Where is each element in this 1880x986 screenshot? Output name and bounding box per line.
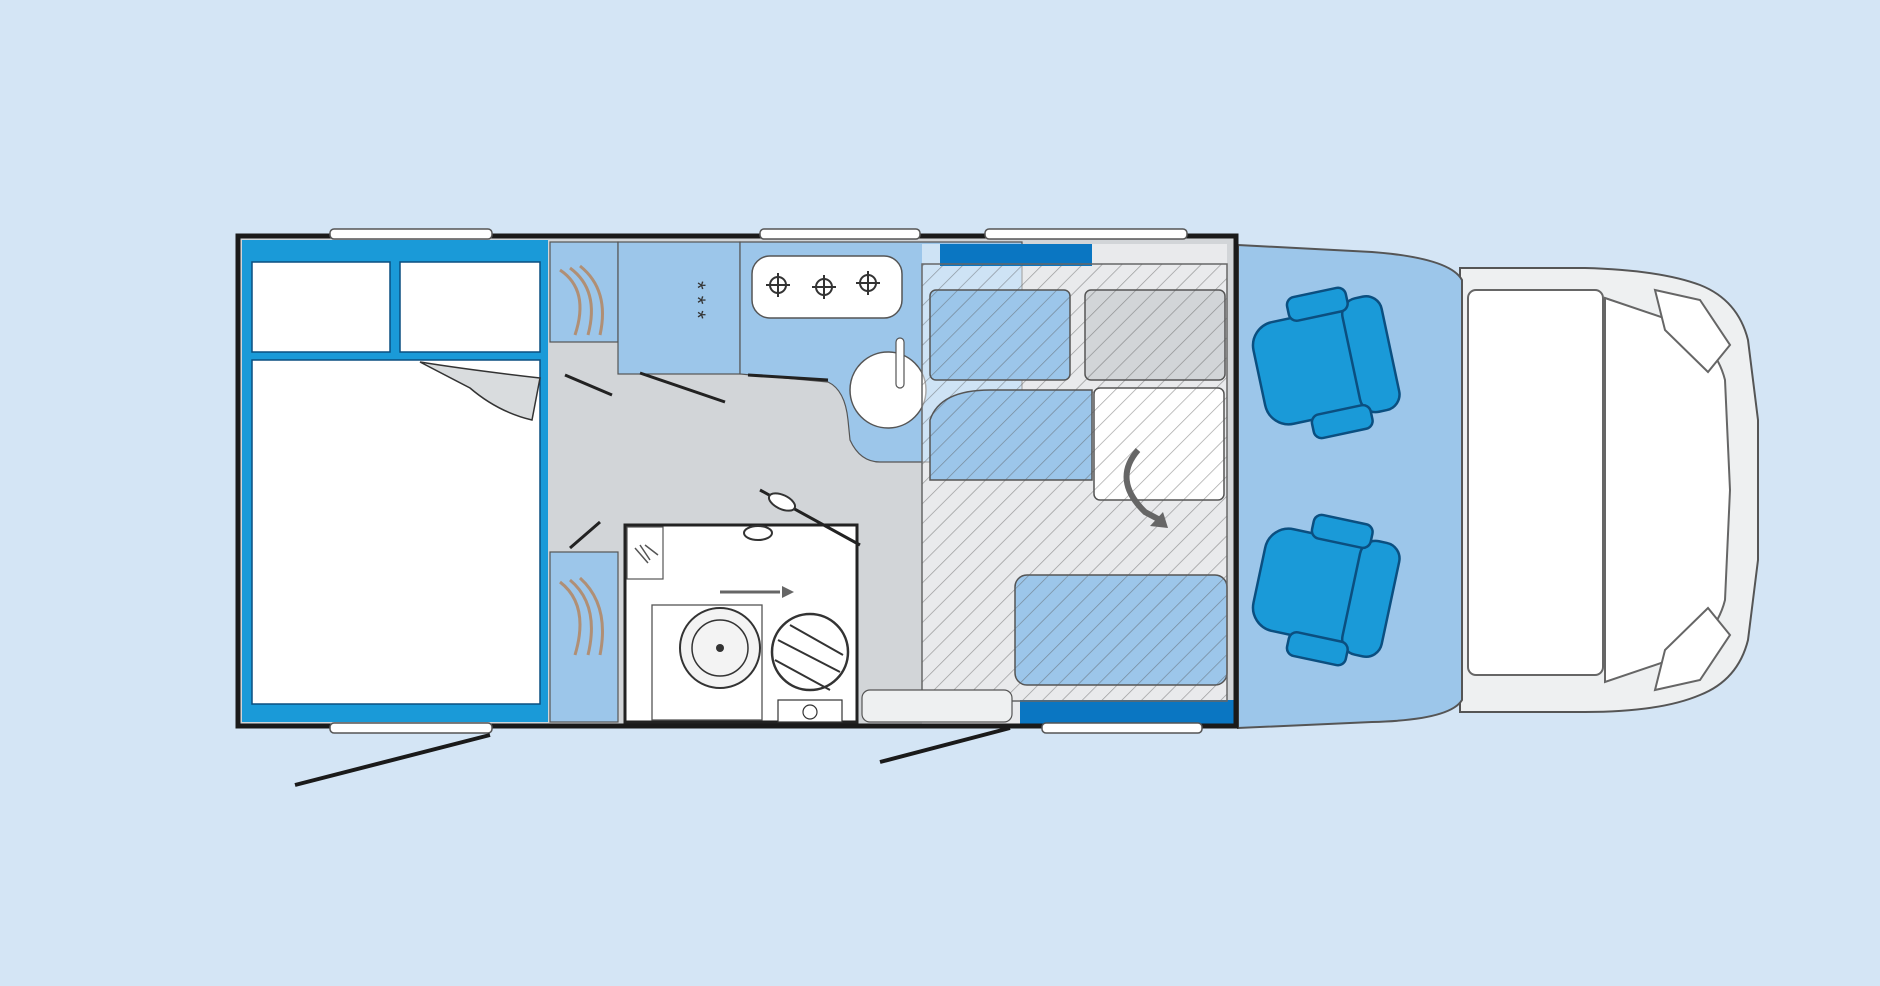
gas-burner-icon [766, 271, 880, 299]
door-handle-upper [767, 492, 797, 512]
shower-head-icon [634, 544, 659, 564]
window [329, 228, 493, 240]
outer-walls [235, 233, 1239, 729]
pillow-right [399, 261, 541, 353]
entry-door [879, 726, 1011, 764]
cab-seat-driver [1251, 286, 1401, 440]
window [984, 228, 1188, 240]
door-handle-lower [743, 525, 773, 541]
freezer-mark: * * * [685, 281, 710, 319]
external-doors [294, 726, 1011, 787]
garage-door [294, 733, 491, 787]
step [861, 689, 1013, 723]
windows-bottom [329, 722, 1203, 734]
clothes-hanger-icon [559, 264, 604, 336]
mattress [251, 359, 541, 705]
window [759, 228, 921, 240]
cab-seat-passenger [1251, 513, 1401, 667]
tap [895, 337, 905, 389]
wardrobe-upper [549, 241, 619, 343]
toilet-icon [770, 612, 850, 723]
mirror-left [1653, 288, 1732, 374]
swivel-arrow-icon [1123, 448, 1162, 523]
vehicle-cab [1459, 267, 1759, 713]
cab-roof [1467, 289, 1604, 676]
bathroom [623, 523, 1013, 724]
bench-back-upper [940, 244, 1092, 266]
mirror-right [1653, 606, 1732, 692]
bed-extension [921, 263, 1228, 702]
fridge: * * * [617, 241, 741, 375]
window [329, 722, 493, 734]
clothes-hanger-icon [559, 576, 604, 656]
pillow-left [251, 261, 391, 353]
dinette [921, 244, 1234, 724]
round-sink-icon [849, 351, 927, 429]
windows-top [329, 228, 1188, 240]
duvet-corner-fold [419, 361, 541, 421]
wardrobe-lower [549, 551, 619, 723]
bench-back-lower [1020, 700, 1234, 724]
window [1041, 722, 1203, 734]
washbasin-icon [651, 604, 763, 721]
rear-bed [242, 240, 548, 722]
